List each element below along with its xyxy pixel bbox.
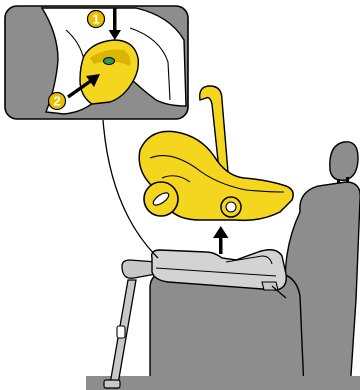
- step-marker-2-label: 2: [53, 94, 60, 109]
- support-leg-adjuster: [117, 326, 125, 338]
- vehicle-floor: [86, 376, 360, 390]
- vehicle-seat-headrest: [330, 142, 358, 180]
- release-button: [104, 58, 115, 65]
- step-marker-1: 1: [88, 11, 105, 28]
- detail-inset: 1 2: [5, 6, 188, 119]
- arrow-head: [213, 226, 229, 238]
- attach-direction-arrow: [213, 226, 229, 254]
- support-leg-hinge: [122, 260, 156, 278]
- carrier-handle-pivot-center: [226, 202, 236, 212]
- step-marker-2: 2: [49, 93, 66, 110]
- step-marker-1-label: 1: [92, 12, 99, 27]
- support-leg-foot: [104, 380, 120, 388]
